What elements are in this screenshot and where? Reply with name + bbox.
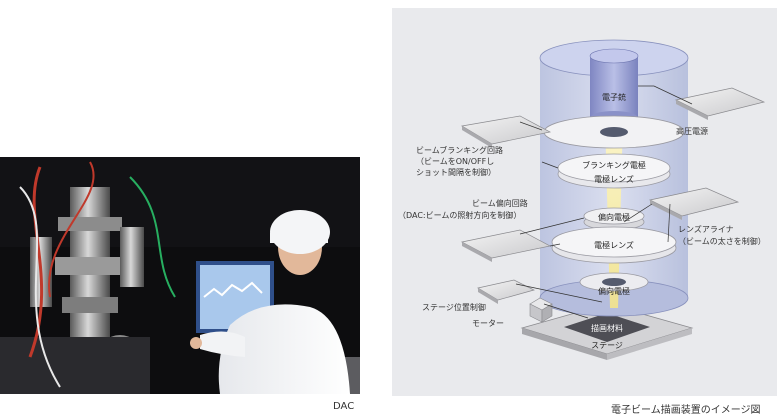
electron-gun xyxy=(589,48,639,125)
label-blanking-circuit-line-3: ショット間隔を制御） xyxy=(416,167,496,177)
panel-blanking-circuit xyxy=(461,115,552,148)
photo-caption: DAC xyxy=(333,401,355,412)
panel-deflection-circuit xyxy=(460,229,552,262)
label-material: 描画材料 xyxy=(591,323,623,333)
panel-stage-control xyxy=(477,279,535,304)
label-deflection-electrode-2: 偏向電極 xyxy=(598,286,630,296)
disk-bottom xyxy=(579,272,649,292)
label-deflection-circuit-line-1: ビーム偏向回路 xyxy=(472,198,528,208)
panel-lens-aligner xyxy=(648,187,740,220)
label-stage-position: ステージ位置制御 xyxy=(422,302,486,312)
label-electrode-lens-1: 電極レンズ xyxy=(594,174,634,184)
label-stage: ステージ xyxy=(591,341,623,350)
label-deflection-circuit-line-2: （DAC:ビームの照射方向を制御） xyxy=(398,210,521,220)
label-blanking-circuit-line-1: ビームブランキング回路 xyxy=(416,145,503,155)
panel-high-voltage xyxy=(674,87,766,120)
label-blanking-electrode: ブランキング電極 xyxy=(582,160,646,170)
disk-deflection-1 xyxy=(583,207,645,231)
label-deflection-electrode-1: 偏向電極 xyxy=(598,212,630,222)
motor-block xyxy=(529,297,553,323)
label-lens-aligner-line-2: （ビームの太さを制御） xyxy=(678,236,766,246)
label-high-voltage: 高圧電源 xyxy=(676,126,708,136)
label-electrode-lens-2: 電極レンズ xyxy=(594,240,634,250)
disk-top xyxy=(543,115,685,149)
label-blanking-circuit-line-2: （ビームをON/OFFし xyxy=(416,157,494,166)
ebeam-diagram: 電子銃 ブランキング電極 電極レンズ 偏向電極 電極レンズ 偏向電極 描画材料 … xyxy=(392,8,777,396)
label-lens-aligner-line-1: レンズアライナ xyxy=(678,224,734,234)
label-motor: モーター xyxy=(472,319,504,328)
connector-lines xyxy=(515,85,693,319)
disk-blanking xyxy=(557,153,671,189)
stage-platform xyxy=(520,303,694,360)
diagram-caption: 電子ビーム描画装置のイメージ図 xyxy=(611,405,761,416)
label-electron-gun: 電子銃 xyxy=(602,92,626,102)
disk-lens-2 xyxy=(551,226,677,264)
lab-photo xyxy=(0,157,360,394)
